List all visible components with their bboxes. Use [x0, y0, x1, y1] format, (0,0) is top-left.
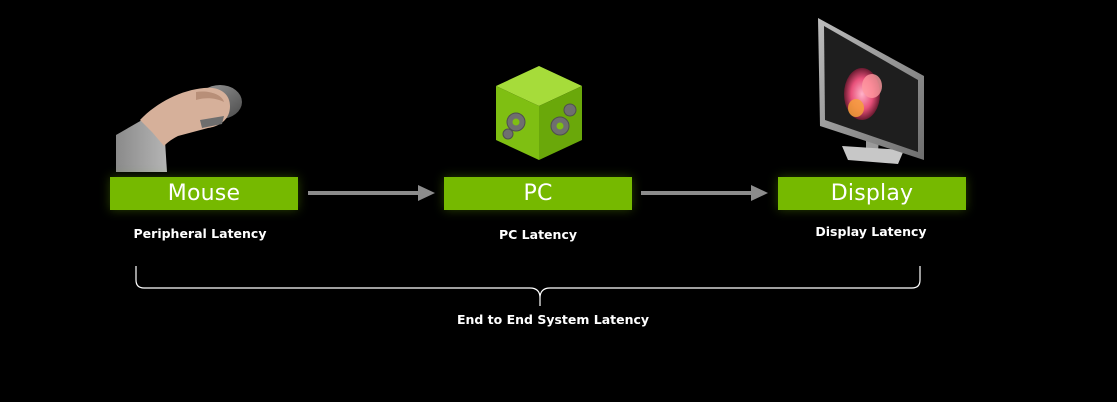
- monitor-icon: [818, 18, 924, 164]
- stage-box-display: Display: [778, 177, 966, 210]
- end-to-end-bracket-icon: [135, 266, 921, 306]
- hand-on-mouse-icon: [116, 85, 242, 172]
- caption-end-to-end-latency: End to End System Latency: [456, 312, 650, 327]
- stage-label-pc: PC: [523, 181, 553, 206]
- caption-display-latency: Display Latency: [815, 224, 927, 239]
- stage-label-mouse: Mouse: [167, 181, 241, 206]
- stage-label-display: Display: [830, 181, 914, 206]
- caption-peripheral-latency: Peripheral Latency: [133, 226, 267, 241]
- stage-box-pc: PC: [444, 177, 632, 210]
- caption-pc-latency: PC Latency: [499, 227, 577, 242]
- pc-cube-gears-icon: [496, 66, 582, 160]
- arrow-mouse-to-pc-icon: [308, 185, 435, 201]
- stage-box-mouse: Mouse: [110, 177, 298, 210]
- arrow-pc-to-display-icon: [641, 185, 768, 201]
